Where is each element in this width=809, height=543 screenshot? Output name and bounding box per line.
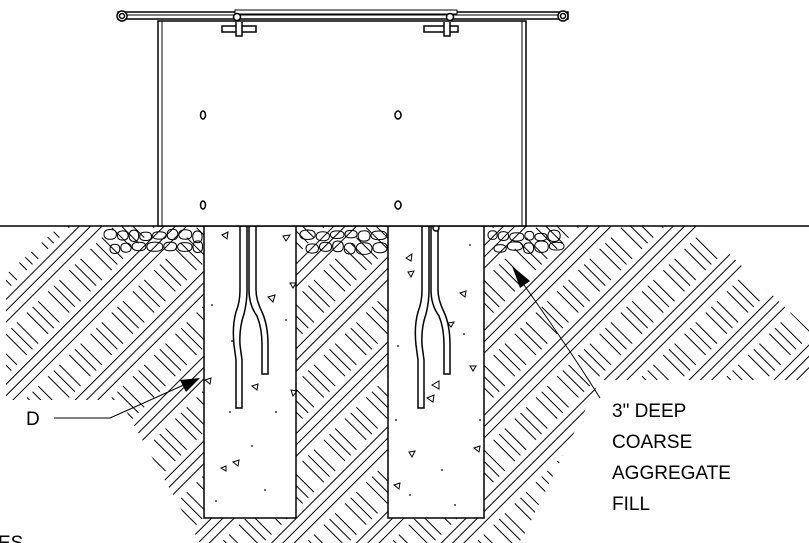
callout-line-4: FILL bbox=[612, 494, 650, 515]
aggregate-stone bbox=[506, 241, 524, 251]
callout-line-1: 3" DEEP bbox=[612, 401, 686, 422]
aggregate-stone bbox=[547, 229, 561, 242]
aggregate-stone bbox=[178, 229, 193, 240]
aggregate-stone bbox=[192, 230, 203, 244]
aggregate-stone bbox=[523, 242, 535, 254]
aggregate-stone bbox=[109, 243, 121, 254]
aggregate-stone bbox=[305, 243, 319, 254]
note-partial: ES bbox=[0, 533, 23, 543]
aggregate-stone bbox=[299, 229, 316, 240]
aggregate-stone bbox=[315, 231, 330, 242]
aggregate-stone bbox=[103, 228, 117, 240]
callout-footing-partial: D bbox=[26, 409, 40, 430]
mounting-holes bbox=[199, 110, 402, 210]
callout-line-3: AGGREGATE bbox=[612, 463, 731, 484]
aggregate-stone bbox=[163, 241, 178, 252]
aggregate-stone bbox=[344, 229, 358, 239]
top-rail-lid bbox=[116, 9, 569, 37]
concrete-footing-left bbox=[203, 225, 297, 519]
aggregate-stone bbox=[357, 230, 371, 242]
aggregate-stone bbox=[493, 244, 507, 253]
aggregate-stone bbox=[166, 228, 179, 241]
aggregate-stone bbox=[524, 230, 535, 241]
aggregate-stone bbox=[370, 230, 388, 241]
aggregate-stone bbox=[146, 241, 164, 252]
pedestal-enclosure bbox=[157, 20, 527, 227]
aggregate-stone bbox=[497, 231, 510, 242]
aggregate-stone bbox=[548, 241, 565, 251]
aggregate-stones bbox=[103, 228, 565, 255]
callout-line-2: COARSE bbox=[612, 432, 692, 453]
leader-footing bbox=[54, 378, 200, 419]
soil-hatch bbox=[0, 226, 809, 543]
aggregate-stone bbox=[534, 240, 549, 253]
aggregate-stone bbox=[177, 242, 193, 252]
aggregate-stone bbox=[318, 241, 333, 252]
aggregate-stone bbox=[372, 242, 388, 254]
leader-aggregate bbox=[512, 266, 601, 399]
aggregate-stone bbox=[487, 230, 498, 240]
aggregate-stone bbox=[128, 229, 140, 242]
aggregate-stone bbox=[534, 232, 548, 242]
aggregate-stone bbox=[139, 231, 153, 242]
aggregate-stone bbox=[116, 230, 129, 241]
aggregate-stone bbox=[509, 232, 525, 242]
aggregate-stone bbox=[120, 242, 132, 253]
aggregate-stone bbox=[131, 241, 147, 252]
aggregate-stone bbox=[152, 231, 167, 240]
aggregate-stone bbox=[332, 240, 344, 253]
aggregate-stone bbox=[329, 230, 345, 240]
aggregate-stone bbox=[355, 242, 373, 255]
callout-aggregate-fill: 3" DEEP COARSE AGGREGATE FILL bbox=[612, 401, 731, 515]
aggregate-stone bbox=[343, 242, 356, 255]
concrete-footing-right bbox=[387, 225, 485, 519]
concrete-aggregate-marks bbox=[203, 231, 481, 506]
aggregate-stone bbox=[192, 240, 204, 254]
